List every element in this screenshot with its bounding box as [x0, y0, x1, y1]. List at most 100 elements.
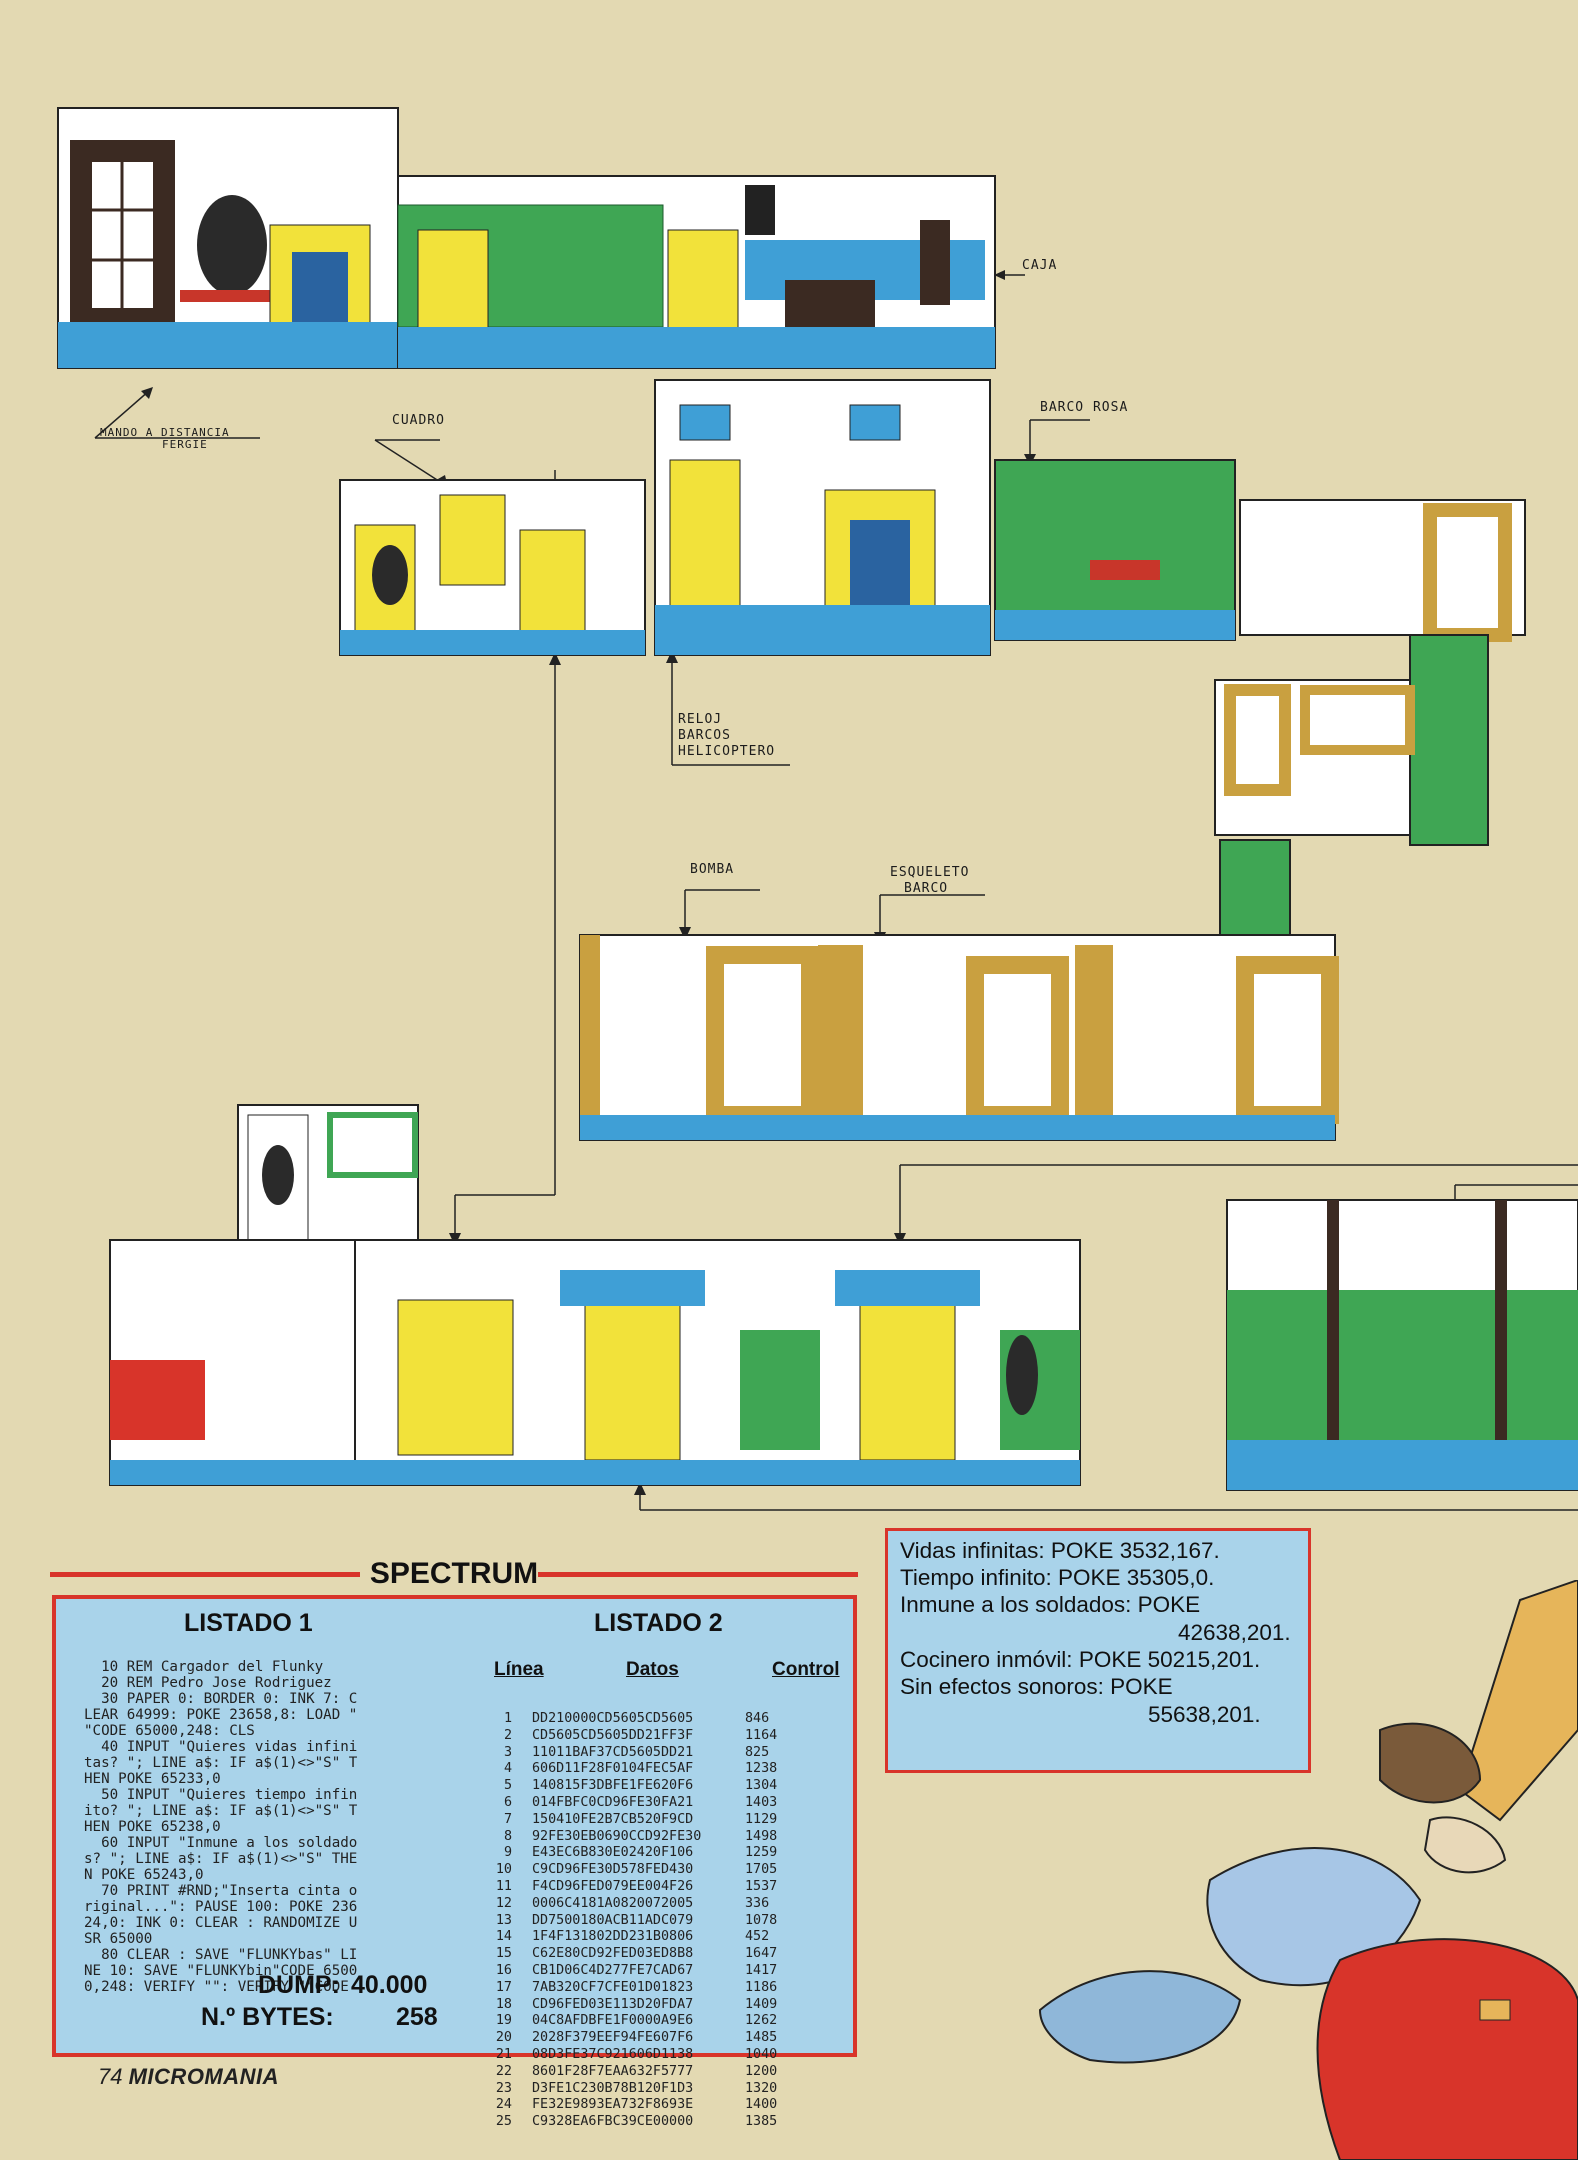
row-data: E43EC6B830E02420F106	[532, 1845, 694, 1861]
row-control: 1705	[745, 1862, 778, 1878]
row-control: 452	[745, 1929, 770, 1945]
row-line-number: 19	[495, 2013, 512, 2029]
col-linea: Línea	[494, 1659, 544, 1680]
col-datos: Datos	[626, 1659, 679, 1680]
row-line-number: 15	[495, 1946, 512, 1962]
character-illustration	[1038, 1580, 1578, 2160]
table-row: 3 11011BAF37CD5605DD21 825	[490, 1745, 850, 1762]
row-data: C9CD96FE30D578FED430	[532, 1862, 694, 1878]
row-line-number: 23	[495, 2080, 512, 2096]
header-rule-right	[538, 1572, 858, 1577]
row-line-number: 8	[503, 1828, 512, 1844]
row-line-number: 14	[495, 1929, 512, 1945]
page-footer: 74 MICROMANIA	[98, 2064, 279, 2090]
row-control: 1304	[745, 1778, 778, 1794]
row-line-number: 7	[503, 1811, 512, 1827]
row-line-number: 17	[495, 1979, 512, 1995]
row-data: 1F4F131802DD231B0806	[532, 1929, 694, 1945]
table-row: 1 DD210000CD5605CD5605 846	[490, 1711, 850, 1728]
row-line-number: 3	[503, 1744, 512, 1760]
poke-inmune-value: 42638,201.	[1178, 1620, 1291, 1645]
row-data: CD5605CD5605DD21FF3F	[532, 1727, 694, 1743]
bytes-value: 258	[396, 2003, 438, 2031]
arrow-head	[141, 387, 153, 399]
row-data: CB1D06C4D277FE7CAD67	[532, 1962, 694, 1978]
row-control: 1485	[745, 2030, 778, 2046]
row-data: 92FE30EB0690CCD92FE30	[532, 1828, 702, 1844]
row-line-number: 12	[495, 1895, 512, 1911]
row-data: 11011BAF37CD5605DD21	[532, 1744, 694, 1760]
row-data: 08D3FE37C921606D1138	[532, 2046, 694, 2062]
row-data: 606D11F28F0104FEC5AF	[532, 1761, 694, 1777]
room-bomba	[579, 934, 1339, 1141]
room-bottom-corridor	[109, 1239, 1081, 1486]
row-line-number: 2	[503, 1727, 512, 1743]
row-data: DD210000CD5605CD5605	[532, 1711, 694, 1726]
row-data: 0006C4181A0820072005	[532, 1895, 694, 1911]
room-cuadro	[339, 479, 646, 656]
row-data: 8601F28F7EAA632F5777	[532, 2063, 694, 2079]
col-control: Control	[772, 1659, 840, 1680]
row-control: 1647	[745, 1946, 778, 1962]
row-data: 04C8AFDBFE1F0000A9E6	[532, 2013, 694, 2029]
listado2-header: Línea Datos Control	[494, 1659, 849, 1689]
row-line-number: 24	[495, 2097, 512, 2113]
poke-sonido: Sin efectos sonoros: POKE	[900, 1674, 1173, 1699]
poke-tiempo: Tiempo infinito: POKE 35305,0.	[900, 1565, 1215, 1590]
row-control: 1186	[745, 1979, 778, 1995]
row-control: 846	[745, 1711, 770, 1726]
row-line-number: 21	[495, 2046, 512, 2062]
row-line-number: 11	[495, 1878, 512, 1894]
room-library	[57, 107, 399, 369]
row-data: 150410FE2B7CB520F9CD	[532, 1811, 694, 1827]
row-control: 1417	[745, 1962, 778, 1978]
row-control: 825	[745, 1744, 770, 1760]
row-line-number: 6	[503, 1794, 512, 1810]
row-control: 1409	[745, 1996, 778, 2012]
table-row: 23 D3FE1C230B78B120F1D3 1320	[490, 2081, 850, 2098]
row-line-number: 10	[495, 1862, 512, 1878]
game-map	[57, 107, 1578, 1511]
pokes-box: Vidas infinitas: POKE 3532,167. Tiempo i…	[885, 1528, 1311, 1773]
row-line-number: 22	[495, 2063, 512, 2079]
listado2-title: LISTADO 2	[594, 1609, 723, 1637]
header-rule-left	[50, 1572, 360, 1577]
room-attic	[237, 1104, 419, 1241]
row-data: 7AB320CF7CFE01D01823	[532, 1979, 694, 1995]
row-line-number: 9	[503, 1845, 512, 1861]
row-data: D3FE1C230B78B120F1D3	[532, 2080, 694, 2096]
row-line-number: 1	[503, 1711, 512, 1726]
row-data: C9328EA6FBC39CE00000	[532, 2114, 694, 2130]
row-data: DD7500180ACB11ADC079	[532, 1912, 694, 1928]
row-line-number: 13	[495, 1912, 512, 1928]
row-line-number: 18	[495, 1996, 512, 2012]
arrow-head	[634, 1482, 646, 1495]
room-right-cropped	[1226, 1199, 1578, 1491]
dump-label: DUMP:	[258, 1971, 340, 1999]
arrow-head	[549, 652, 561, 665]
row-data: 2028F379EEF94FE607F6	[532, 2030, 694, 2046]
row-data: 014FBFC0CD96FE30FA21	[532, 1794, 694, 1810]
row-line-number: 4	[503, 1761, 512, 1777]
row-control: 1537	[745, 1878, 778, 1894]
dump-value: 40.000	[351, 1971, 428, 1999]
spectrum-header: SPECTRUM	[50, 1555, 858, 1593]
row-control: 1320	[745, 2080, 778, 2096]
magazine-name: MICROMANIA	[128, 2064, 280, 2089]
table-row: 10 C9CD96FE30D578FED430 1705	[490, 1862, 850, 1879]
